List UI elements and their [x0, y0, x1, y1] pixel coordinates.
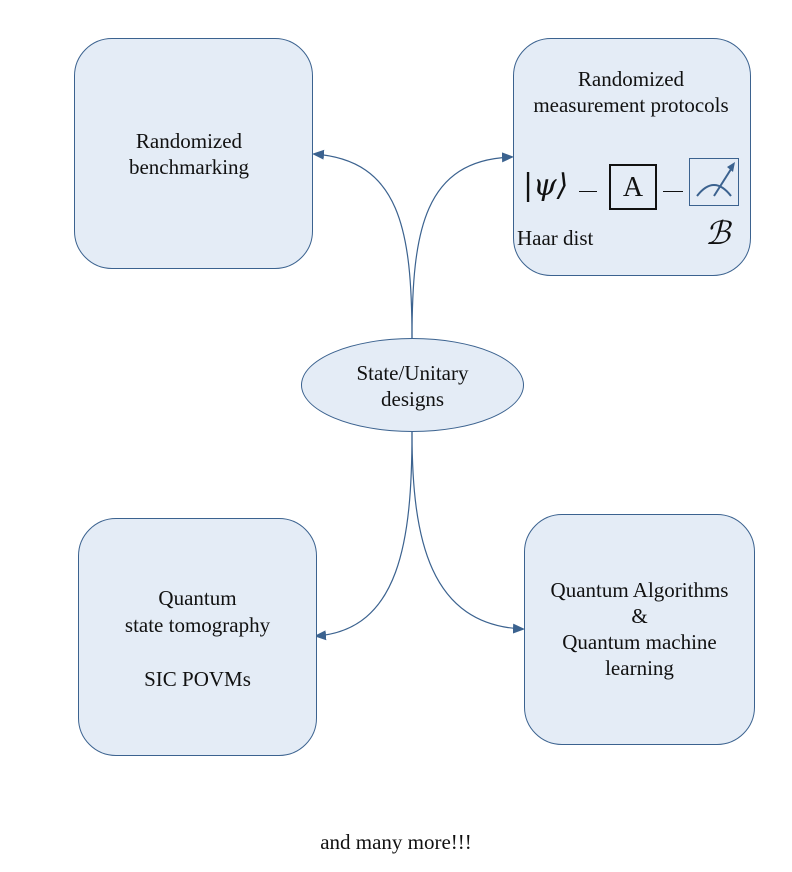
- arrow-to-algorithms: [411, 431, 525, 634]
- label-line: Randomized: [135, 129, 243, 153]
- arrow-to-benchmarking: [312, 149, 413, 341]
- node-measurement-label: Randomized measurement protocols: [513, 66, 749, 118]
- gate-box: A: [609, 164, 657, 210]
- basis-symbol: ℬ: [705, 214, 731, 252]
- measurement-meter-icon: [689, 158, 739, 206]
- state-ket: |ψ⟩: [523, 168, 569, 203]
- node-quantum-algorithms: [524, 514, 755, 745]
- haar-dist-label: Haar dist: [517, 226, 594, 250]
- node-randomized-benchmarking: [74, 38, 313, 269]
- label-line: Quantum: [158, 586, 237, 610]
- label-line: Randomized: [577, 67, 685, 91]
- label-line: benchmarking: [128, 155, 250, 179]
- gate-label: A: [622, 172, 644, 203]
- label-spacer: [78, 639, 317, 666]
- arrow-to-measurement: [411, 152, 514, 341]
- circuit-diagram: |ψ⟩ A Haar dist ℬ: [513, 150, 751, 260]
- label-line: learning: [605, 656, 674, 680]
- label-line: SIC POVMs: [144, 667, 251, 691]
- wire-1: [579, 191, 597, 192]
- node-tomography-label: Quantum state tomography SIC POVMs: [78, 585, 317, 693]
- label-line: measurement protocols: [533, 93, 729, 117]
- label-line: state tomography: [124, 613, 271, 637]
- node-randomized-measurement: [513, 38, 751, 276]
- label-line: designs: [381, 387, 444, 411]
- node-algorithms-label: Quantum Algorithms & Quantum machine lea…: [524, 577, 755, 681]
- footer-text: and many more!!!: [320, 830, 472, 854]
- arrow-to-tomography: [314, 431, 413, 641]
- label-line: &: [631, 604, 648, 628]
- node-center-label: State/Unitary designs: [301, 360, 524, 412]
- label-line: State/Unitary: [356, 361, 469, 385]
- label-line: Quantum Algorithms: [550, 578, 729, 602]
- node-quantum-state-tomography: [78, 518, 317, 756]
- node-benchmarking-label: Randomized benchmarking: [74, 128, 304, 180]
- label-line: Quantum machine: [562, 630, 717, 654]
- node-state-unitary-designs: [301, 338, 524, 432]
- wire-2: [663, 191, 683, 192]
